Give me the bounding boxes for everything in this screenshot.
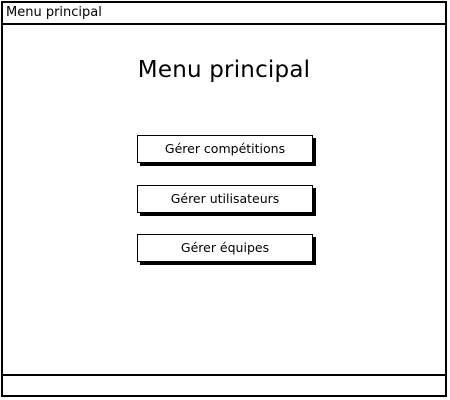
manage-teams-button[interactable]: Gérer équipes [137,234,313,262]
manage-competitions-button[interactable]: Gérer compétitions [137,135,313,163]
page-title: Menu principal [137,57,311,83]
status-bar [3,374,445,395]
window-title: Menu principal [3,3,445,25]
manage-users-button[interactable]: Gérer utilisateurs [137,185,313,213]
